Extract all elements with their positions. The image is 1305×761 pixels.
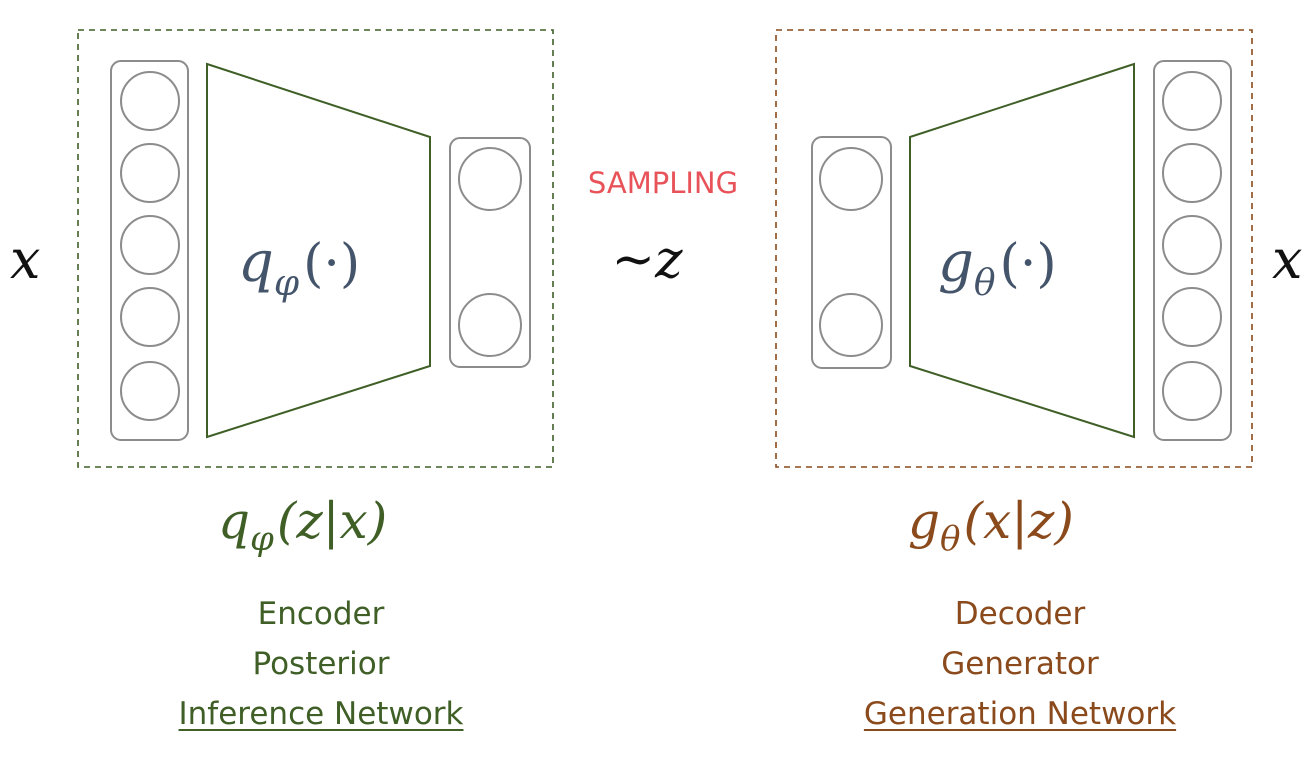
decoder-caption: Decoder	[954, 596, 1086, 632]
encoder-network-shape	[206, 62, 431, 439]
encoder-latent-layer	[449, 137, 531, 368]
encoder-function: qφ(·)	[238, 230, 360, 304]
sampling-label: SAMPLING	[588, 166, 738, 200]
decoder-frame	[775, 29, 1253, 468]
generator-caption: Generator	[941, 646, 1099, 682]
encoder-frame	[77, 29, 554, 468]
encoder-input-layer	[110, 60, 189, 441]
decoder-output-layer	[1153, 60, 1232, 441]
decoder-distribution: gθ(x|z)	[908, 492, 1074, 559]
decoder-network-shape	[909, 62, 1135, 439]
latent-variable: ~z	[612, 230, 684, 290]
decoder-function: gθ(·)	[938, 230, 1057, 304]
encoder-distribution: qφ(z|x)	[218, 492, 387, 559]
generation-network-link[interactable]: Generation Network	[863, 696, 1177, 732]
inference-network-link[interactable]: Inference Network	[178, 696, 464, 732]
input-variable: x	[10, 228, 40, 291]
posterior-caption: Posterior	[252, 646, 390, 682]
decoder-latent-layer	[811, 136, 892, 369]
decoder-captions: Decoder Generator Generation Network	[820, 589, 1220, 739]
encoder-caption: Encoder	[257, 596, 385, 632]
output-variable: x	[1272, 228, 1302, 291]
encoder-captions: Encoder Posterior Inference Network	[121, 589, 521, 739]
